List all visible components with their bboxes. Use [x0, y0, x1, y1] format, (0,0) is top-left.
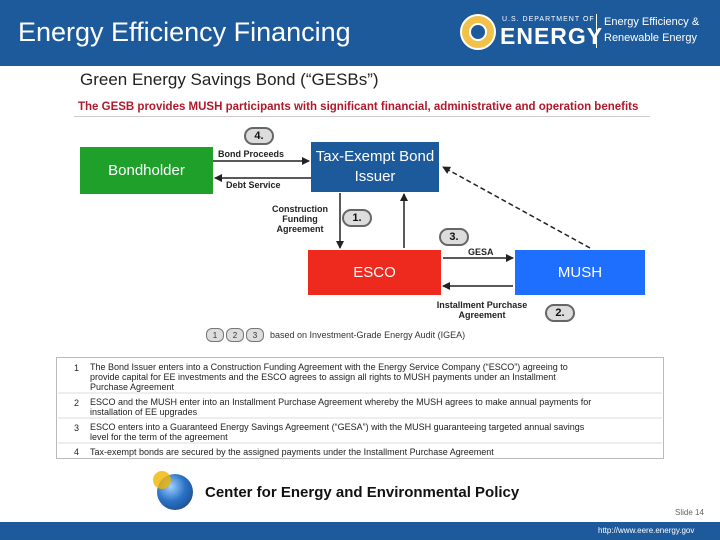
step-text-3: ESCO enters into a Guaranteed Energy Sav…: [90, 422, 660, 442]
step-3-line: level for the term of the agreement: [90, 432, 228, 442]
slide-subtitle: The GESB provides MUSH participants with…: [74, 97, 650, 117]
installment-label-line1: Installment Purchase: [436, 300, 528, 310]
step-1-line: provide capital for EE investments and t…: [90, 372, 556, 382]
center-name: Center for Energy and Environmental Poli…: [205, 484, 520, 501]
construction-label-line2: Funding: [282, 214, 318, 224]
construction-label-line3: Agreement: [276, 224, 324, 234]
bond-proceeds-label: Bond Proceeds: [218, 149, 285, 159]
installment-purchase-label: Installment Purchase Agreement: [424, 300, 540, 320]
legend-chip-3: 3: [246, 328, 264, 342]
page-title: Energy Efficiency Financing: [18, 17, 351, 47]
step-1-badge: 1.: [342, 209, 372, 227]
steps-table: [56, 357, 664, 459]
legend-chip-1: 1: [206, 328, 224, 342]
step-number-3: 3: [74, 423, 80, 433]
eere-text-line2: Renewable Energy: [604, 32, 697, 44]
doe-dept-text: U.S. DEPARTMENT OF: [502, 16, 595, 23]
gesa-label: GESA: [468, 247, 494, 257]
footer-bar: [0, 522, 720, 540]
step-3-line: ESCO enters into a Guaranteed Energy Sav…: [90, 422, 585, 432]
step-1-line: The Bond Issuer enters into a Constructi…: [90, 362, 568, 372]
legend-chip-2: 2: [226, 328, 244, 342]
step-2-badge: 2.: [545, 304, 575, 322]
footer-url-link[interactable]: http://www.eere.energy.gov: [598, 526, 695, 535]
step-4-line: Tax-exempt bonds are secured by the assi…: [90, 447, 494, 457]
step-2-line: installation of EE upgrades: [90, 407, 198, 417]
legend-text: based on Investment-Grade Energy Audit (…: [270, 330, 466, 340]
installment-label-line2: Agreement: [458, 310, 506, 320]
step-4-badge: 4.: [244, 127, 274, 145]
step-number-2: 2: [74, 398, 80, 408]
debt-service-label: Debt Service: [226, 180, 281, 190]
step-number-1: 1: [74, 363, 80, 373]
step-2-line: ESCO and the MUSH enter into an Installm…: [90, 397, 592, 407]
audit-legend: 1 2 3 based on Investment-Grade Energy A…: [206, 328, 465, 342]
bond-issuer-box: Tax-Exempt Bond Issuer: [311, 142, 439, 192]
slide-title: Green Energy Savings Bond (“GESBs”): [80, 70, 379, 89]
mush-box: MUSH: [515, 250, 645, 295]
step-3-badge: 3.: [439, 228, 469, 246]
header-bar: [0, 0, 720, 66]
step-number-4: 4: [74, 447, 80, 457]
globe-sun-accent: [153, 471, 171, 489]
doe-logo: U.S. DEPARTMENT OF ENERGY Energy Efficie…: [460, 12, 710, 56]
slide-number: Slide 14: [675, 508, 704, 517]
logo-divider: [596, 14, 597, 48]
step-1-line: Purchase Agreement: [90, 382, 175, 392]
eere-text-line1: Energy Efficiency &: [604, 16, 700, 28]
doe-seal-icon: [460, 14, 496, 50]
step-text-1: The Bond Issuer enters into a Constructi…: [90, 362, 660, 392]
doe-energy-wordmark: ENERGY: [500, 23, 604, 49]
esco-box: ESCO: [308, 250, 441, 295]
step-text-4: Tax-exempt bonds are secured by the assi…: [90, 447, 660, 457]
doe-seal-inner: [469, 23, 487, 41]
construction-funding-label: Construction Funding Agreement: [262, 204, 338, 234]
step-text-2: ESCO and the MUSH enter into an Installm…: [90, 397, 660, 417]
construction-label-line1: Construction: [272, 204, 328, 214]
bondholder-box: Bondholder: [80, 147, 213, 194]
